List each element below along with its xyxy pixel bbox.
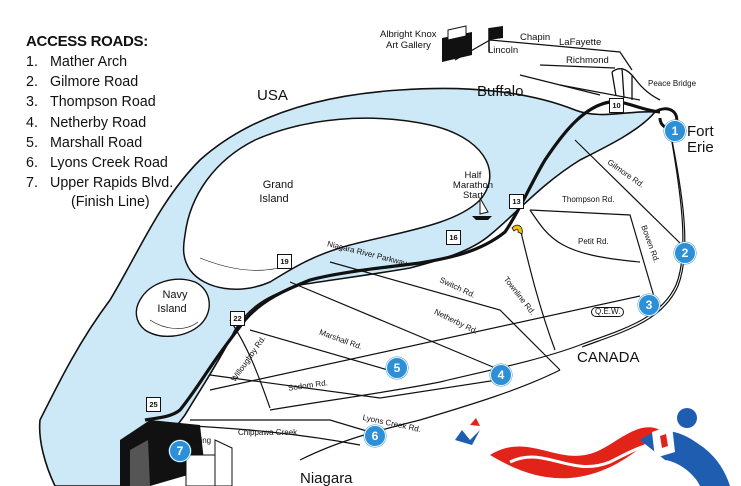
label-navy-island: Island <box>157 303 187 315</box>
legend-item: 6.Lyons Creek Road <box>26 155 168 172</box>
navy-island <box>135 278 210 337</box>
access-marker-2: 2 <box>674 242 696 264</box>
label-marathon: Marathon <box>452 180 494 191</box>
label-qew: Q.E.W. <box>591 307 625 318</box>
highway-shield-13: 13 <box>509 194 524 209</box>
highway-shield-22: 22 <box>230 311 245 326</box>
label-canada: CANADA <box>577 349 640 366</box>
label-parking: Parking <box>184 436 212 445</box>
access-roads-legend: ACCESS ROADS: 1.Mather Arch 2.Gilmore Ro… <box>26 33 226 211</box>
highway-shield-25: 25 <box>146 397 161 412</box>
finish-line-note: (Finish Line) <box>71 194 150 211</box>
access-marker-3: 3 <box>638 294 660 316</box>
legend-item: 1.Mather Arch <box>26 54 128 70</box>
legend-item: 3.Thompson Road <box>26 94 156 111</box>
label-art-gallery: Art Gallery <box>386 40 431 51</box>
label-erie: Erie <box>687 139 714 156</box>
access-marker-1: 1 <box>664 120 686 142</box>
niagara-river-water <box>38 87 657 486</box>
legend-item: 2.Gilmore Road <box>26 74 139 91</box>
label-peace-bridge: Peace Bridge <box>648 79 697 88</box>
legend-title: ACCESS ROADS: <box>26 33 148 50</box>
label-petit-rd: Petit Rd. <box>578 237 609 246</box>
label-navy: Navy <box>162 289 188 301</box>
access-marker-6: 6 <box>364 425 386 447</box>
niagara-falls-block <box>120 420 233 486</box>
legend-item: 5.Marshall Road <box>26 134 143 151</box>
highway-shield-16: 16 <box>446 230 461 245</box>
race-logo <box>455 408 730 486</box>
highway-shield-19: 19 <box>277 254 292 269</box>
access-marker-7: 7 <box>169 440 191 462</box>
legend-item: 4.Netherby Road <box>26 114 147 131</box>
legend-item: 7.Upper Rapids Blvd. <box>26 175 174 192</box>
label-buffalo: Buffalo <box>477 83 524 100</box>
label-lafayette: LaFayette <box>559 37 602 48</box>
label-start: Start <box>462 190 484 201</box>
label-lincoln: Lincoln <box>488 45 519 56</box>
label-usa: USA <box>257 87 288 104</box>
label-half: Half <box>464 170 482 181</box>
peace-bridge <box>611 67 661 101</box>
label-chippawa-creek: Chippawa Creek <box>238 428 298 437</box>
sailboat-icon <box>472 196 492 220</box>
label-grand-island: Island <box>259 193 289 205</box>
grand-island <box>182 117 491 290</box>
label-thompson-rd: Thompson Rd. <box>562 195 615 204</box>
access-marker-4: 4 <box>490 364 512 386</box>
highway-shield-10: 10 <box>609 98 624 113</box>
legend-list: 1.Mather Arch 2.Gilmore Road 3.Thompson … <box>26 52 226 193</box>
gallery-building-icon <box>442 25 472 62</box>
flag-icon <box>488 26 503 52</box>
buffalo-streets <box>454 39 641 101</box>
label-fort: Fort <box>687 123 714 140</box>
label-chapin: Chapin <box>520 32 551 43</box>
label-albright: Albright Knox <box>380 29 437 40</box>
label-richmond: Richmond <box>566 55 609 66</box>
race-route <box>144 100 661 422</box>
label-niagara: Niagara <box>300 470 353 486</box>
label-grand: Grand <box>262 179 294 191</box>
start-arrow-icon <box>511 224 523 235</box>
access-marker-5: 5 <box>386 357 408 379</box>
